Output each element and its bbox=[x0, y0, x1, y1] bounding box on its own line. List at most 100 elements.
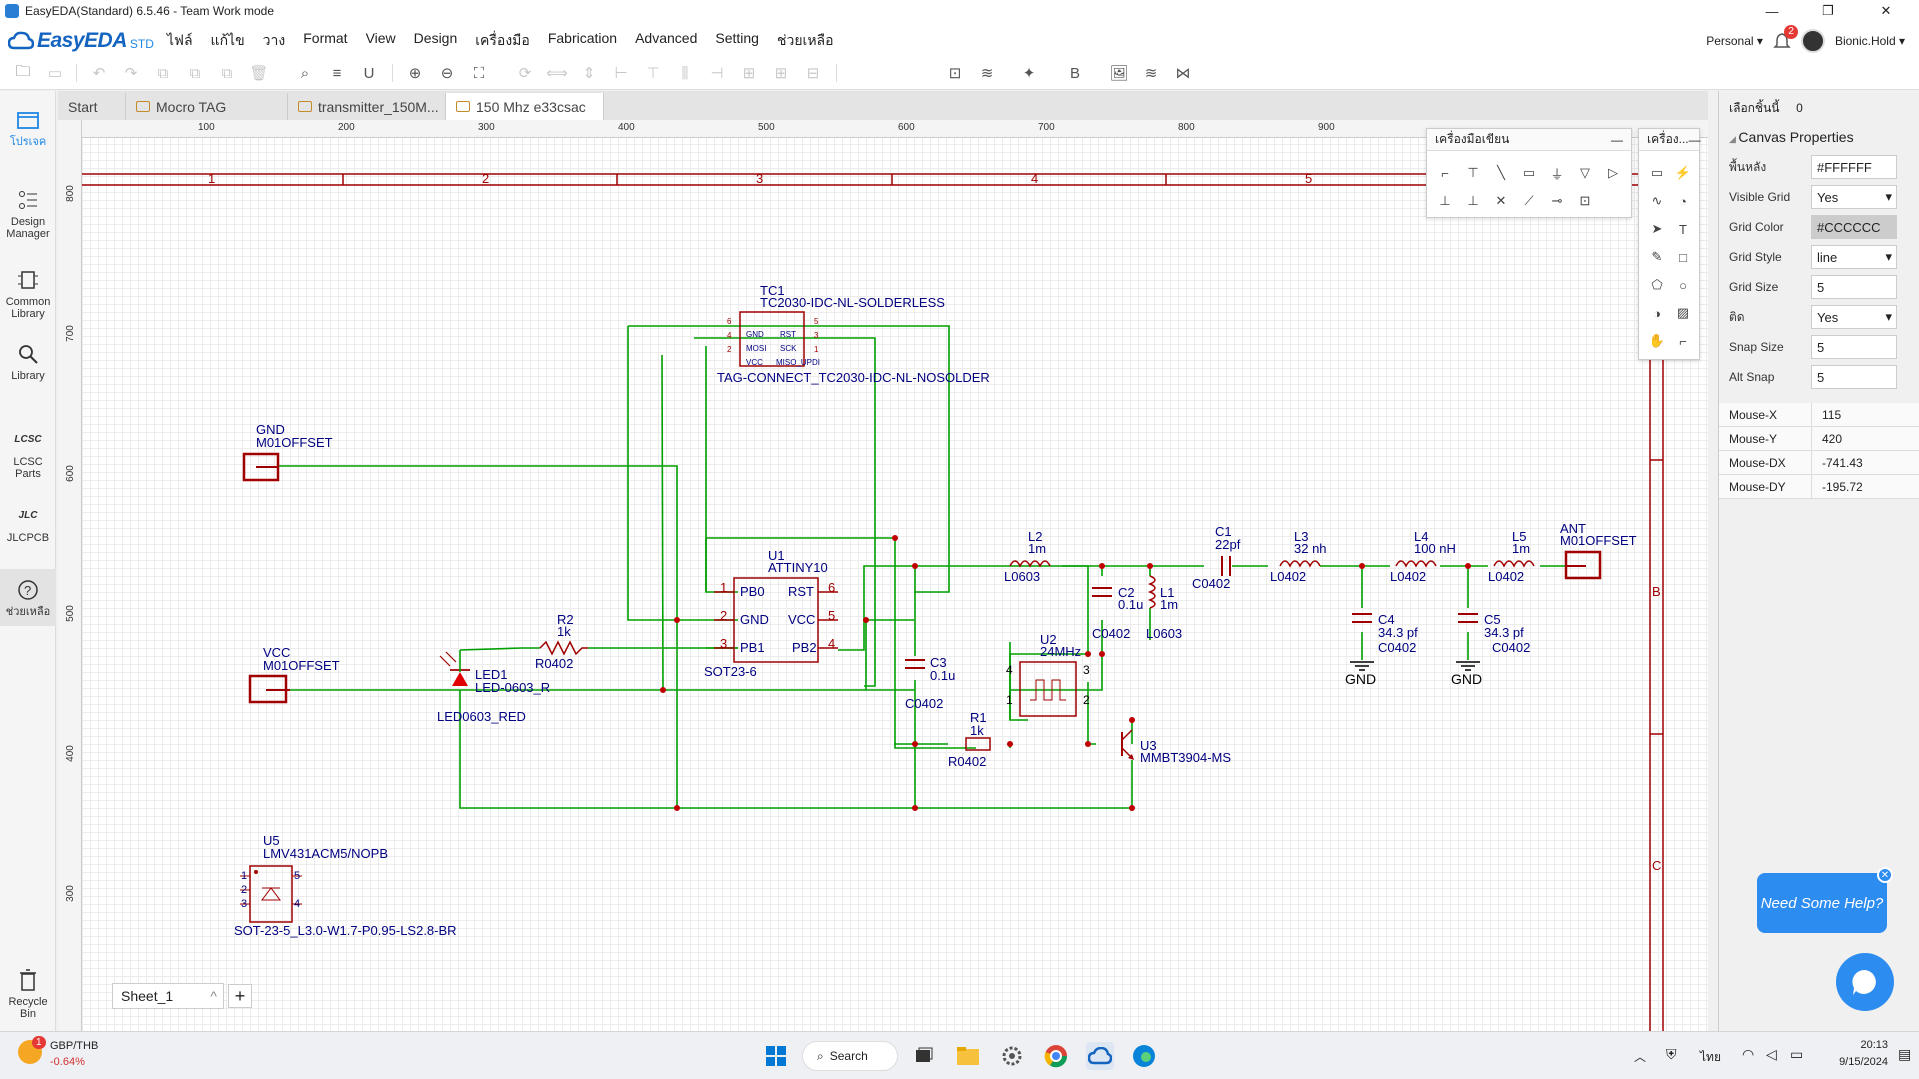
dimension-tool-icon[interactable]: ⌐ bbox=[1679, 333, 1687, 349]
u5-lmv431[interactable]: U5 LMV431ACM5/NOPB SOT-23-5_L3.0-W1.7-P0… bbox=[234, 833, 457, 938]
windows-start-icon[interactable] bbox=[762, 1042, 790, 1070]
show-hidden-icons[interactable]: ︿ bbox=[1634, 1050, 1647, 1064]
volume-icon[interactable]: ◁ bbox=[1766, 1046, 1777, 1062]
language-indicator[interactable]: ไทย bbox=[1700, 1050, 1721, 1064]
c4-capacitor[interactable]: C4 34.3 pf C0402 bbox=[1352, 612, 1418, 655]
rectangle-tool-icon[interactable]: □ bbox=[1679, 249, 1687, 265]
export-image-icon[interactable]: 🖼 bbox=[1109, 65, 1129, 82]
background-color-input[interactable]: #FFFFFF bbox=[1811, 155, 1897, 179]
menu-format[interactable]: Format bbox=[303, 30, 348, 46]
chat-button[interactable] bbox=[1836, 953, 1894, 1011]
group-tool-icon[interactable]: ⊡ bbox=[1579, 193, 1591, 208]
led1[interactable]: LED1 LED-0603_R LED0603_RED bbox=[437, 647, 550, 724]
menu-place[interactable]: วาง bbox=[262, 32, 286, 48]
nav-help[interactable]: ? ช่วยเหลือ bbox=[0, 569, 56, 626]
tab-mocro-tag[interactable]: Mocro TAG bbox=[126, 93, 288, 120]
menu-fabrication[interactable]: Fabrication bbox=[547, 30, 618, 46]
schematic-canvas[interactable] bbox=[58, 120, 1708, 1031]
c1-capacitor[interactable]: C1 22pf C0402 bbox=[1192, 524, 1241, 591]
netflag-icon[interactable]: ▽ bbox=[1580, 165, 1590, 180]
pan-hand-icon[interactable]: ✋ bbox=[1648, 333, 1666, 348]
alt-snap-input[interactable]: 5 bbox=[1811, 365, 1897, 389]
gnd-port[interactable]: GND M01OFFSET bbox=[242, 422, 333, 482]
cut-icon[interactable]: ⧉ bbox=[221, 64, 233, 82]
align-top-icon[interactable]: ⊤ bbox=[646, 65, 660, 82]
bezier-tool-icon[interactable]: ∿ bbox=[1651, 193, 1663, 208]
ungroup-icon[interactable]: ⊟ bbox=[806, 65, 820, 82]
c5-capacitor[interactable]: C5 34.3 pf C0402 bbox=[1458, 612, 1530, 655]
clock-date[interactable]: 9/15/2024 bbox=[1839, 1056, 1888, 1068]
tc1-connector[interactable]: TC1 TC2030-IDC-NL-SOLDERLESS TAG-CONNECT… bbox=[717, 283, 990, 385]
taskbar-search[interactable]: ⌕Search bbox=[802, 1041, 898, 1071]
pin-tool-icon[interactable]: ⊸ bbox=[1551, 193, 1563, 208]
c2-capacitor[interactable]: C2 0.1u C0402 bbox=[1092, 585, 1143, 641]
bus-entry-icon[interactable]: ╲ bbox=[1497, 165, 1505, 180]
panel-minimize-icon[interactable]: — bbox=[1611, 132, 1623, 147]
nav-design-manager[interactable]: Design Manager bbox=[0, 187, 56, 240]
zoom-out-icon[interactable]: ⊖ bbox=[440, 65, 454, 82]
arrow-tool-icon[interactable]: ➤ bbox=[1651, 221, 1663, 236]
sheet-tab[interactable]: Sheet_1^ bbox=[112, 983, 224, 1009]
net-port-icon[interactable]: ▷ bbox=[1608, 165, 1618, 180]
find-icon[interactable]: ⌕ bbox=[300, 64, 310, 82]
easyeda-taskbar-icon[interactable] bbox=[1086, 1042, 1114, 1070]
file-explorer-icon[interactable] bbox=[954, 1042, 982, 1070]
nav-jlcpcb[interactable]: JLC JLCPCB bbox=[0, 503, 56, 544]
probe-icon[interactable]: ⟋ bbox=[1524, 193, 1534, 208]
l3-inductor[interactable]: L3 32 nh L0402 bbox=[1270, 529, 1327, 584]
grid-style-select[interactable]: line bbox=[1811, 245, 1897, 269]
snap-select[interactable]: Yes bbox=[1811, 305, 1897, 329]
net-label-icon[interactable]: ▭ bbox=[1522, 165, 1536, 180]
edge-icon[interactable] bbox=[1130, 1042, 1158, 1070]
workspace-select[interactable]: Personal ▾ bbox=[1706, 34, 1763, 48]
wifi-icon[interactable]: ◠ bbox=[1742, 1046, 1755, 1062]
u3-transistor[interactable]: U3 MMBT3904-MS bbox=[1121, 729, 1231, 765]
text-replace-icon[interactable]: U bbox=[363, 64, 375, 82]
design-check-icon[interactable]: ✦ bbox=[1022, 65, 1036, 82]
tab-start[interactable]: Start bbox=[58, 93, 126, 120]
l4-inductor[interactable]: L4 100 nH L0402 bbox=[1390, 529, 1456, 584]
menu-design[interactable]: Design bbox=[413, 30, 458, 46]
add-sheet-button[interactable]: + bbox=[228, 984, 252, 1008]
avatar[interactable] bbox=[1800, 29, 1825, 53]
open-folder-icon[interactable]: 🗀 bbox=[15, 62, 31, 80]
line-tool-icon[interactable]: ⚡ bbox=[1674, 165, 1692, 180]
visible-grid-select[interactable]: Yes bbox=[1811, 185, 1897, 209]
bom-icon[interactable]: B bbox=[1069, 64, 1080, 82]
find-replace-icon[interactable]: ≡ bbox=[332, 64, 342, 82]
menu-edit[interactable]: แก้ไข bbox=[210, 32, 245, 48]
gnd-symbol[interactable]: GND bbox=[1451, 661, 1482, 687]
netflag-gnd-icon[interactable]: ⏚ bbox=[1550, 166, 1564, 182]
paste-icon[interactable]: ⧉ bbox=[189, 64, 201, 82]
notification-bell-icon[interactable]: 2 bbox=[1773, 25, 1798, 50]
convert-pcb-icon[interactable]: ⊡ bbox=[948, 65, 962, 82]
polygon-tool-icon[interactable]: ⬠ bbox=[1651, 277, 1663, 292]
image-tool-icon[interactable]: ▭ bbox=[1650, 165, 1664, 180]
gnd-symbol[interactable]: GND bbox=[1345, 661, 1376, 687]
no-connect-icon[interactable]: ✕ bbox=[1495, 193, 1507, 208]
menu-advanced[interactable]: Advanced bbox=[635, 30, 698, 46]
grid-color-input[interactable]: #CCCCCC bbox=[1811, 215, 1897, 239]
share-icon[interactable]: ⋈ bbox=[1175, 65, 1191, 82]
power-tool-icon[interactable]: ⊥ bbox=[1467, 193, 1479, 208]
align-right-icon[interactable]: ⊣ bbox=[710, 65, 724, 82]
nav-recycle-bin[interactable]: Recycle Bin bbox=[0, 967, 56, 1020]
panel-minimize-icon[interactable]: — bbox=[1688, 132, 1701, 147]
group-icon[interactable]: ⊞ bbox=[774, 65, 788, 82]
l5-inductor[interactable]: L5 1m L0402 bbox=[1488, 529, 1535, 584]
u1-attiny10[interactable]: U1 ATTINY10 SOT23-6 PB0 GND PB1 RST VCC … bbox=[704, 548, 838, 679]
maximize-button[interactable]: ❐ bbox=[1822, 3, 1834, 18]
vcc-port[interactable]: VCC M01OFFSET bbox=[248, 645, 340, 704]
close-button[interactable]: ✕ bbox=[1880, 3, 1892, 18]
rotate-icon[interactable]: ⟳ bbox=[518, 65, 532, 82]
tab-transmitter[interactable]: transmitter_150M... bbox=[288, 93, 446, 120]
notification-center-icon[interactable]: ▤ bbox=[1898, 1046, 1912, 1062]
minimize-button[interactable]: — bbox=[1765, 3, 1779, 19]
menu-help[interactable]: ช่วยเหลือ bbox=[776, 32, 834, 48]
l2-inductor[interactable]: L2 1m L0603 bbox=[1004, 529, 1051, 584]
ant-port[interactable]: ANT M01OFFSET bbox=[1560, 521, 1637, 580]
u2-oscillator[interactable]: U2 24MHz 1 2 3 4 bbox=[1006, 632, 1090, 717]
user-menu[interactable]: Bionic.Hold ▾ bbox=[1834, 34, 1905, 48]
tab-150mhz[interactable]: 150 Mhz e33csac bbox=[446, 93, 604, 120]
security-icon[interactable]: ⛨ bbox=[1666, 1046, 1677, 1062]
